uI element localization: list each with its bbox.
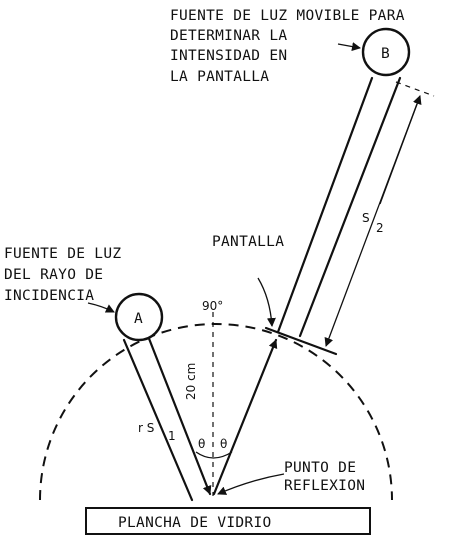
incident-ray-right	[146, 334, 212, 496]
glass-plate	[85, 507, 371, 535]
source-b-leader	[337, 42, 361, 51]
distance-20cm-label: 20 cm	[184, 363, 198, 400]
theta-right: θ	[220, 437, 227, 451]
source-a-letter: A	[134, 311, 143, 327]
source-a-label-2: DEL RAYO DE	[4, 267, 103, 283]
screen-line	[264, 326, 338, 356]
s1-label: r S	[138, 421, 154, 435]
theta-arc	[195, 451, 233, 459]
s2-top-tick	[395, 81, 435, 97]
source-b-circle	[361, 27, 411, 77]
s2-sub: 2	[376, 221, 384, 235]
s2-dimension-rev	[379, 95, 422, 205]
source-b-letter: B	[381, 46, 390, 62]
beam-b-right	[298, 76, 402, 338]
reflection-label-1: PUNTO DE	[284, 460, 356, 476]
screen-leader	[257, 277, 276, 327]
source-a-circle	[114, 292, 164, 342]
angle-90-label: 90°	[202, 299, 223, 313]
s2-label: S	[362, 211, 370, 225]
beam-b-left	[276, 76, 374, 334]
source-a-label-3: INCIDENCIA	[4, 288, 94, 304]
source-a-leader	[87, 302, 115, 313]
glass-plate-label: PLANCHA DE VIDRIO	[118, 515, 272, 531]
theta-left: θ	[198, 437, 205, 451]
reflection-label-2: REFLEXION	[284, 478, 365, 494]
source-b-label-3: INTENSIDAD EN	[170, 48, 287, 64]
reflected-ray	[212, 338, 278, 496]
s1-sub: 1	[168, 429, 176, 443]
screen-label: PANTALLA	[212, 234, 284, 250]
reflection-leader	[217, 473, 285, 495]
radius-arc	[39, 323, 393, 501]
source-b-label-1: FUENTE DE LUZ MOVIBLE PARA	[170, 8, 405, 24]
source-b-label-4: LA PANTALLA	[170, 69, 269, 85]
source-a-label-1: FUENTE DE LUZ	[4, 246, 121, 262]
source-b-label-2: DETERMINAR LA	[170, 28, 287, 44]
incident-ray-left	[122, 338, 194, 502]
